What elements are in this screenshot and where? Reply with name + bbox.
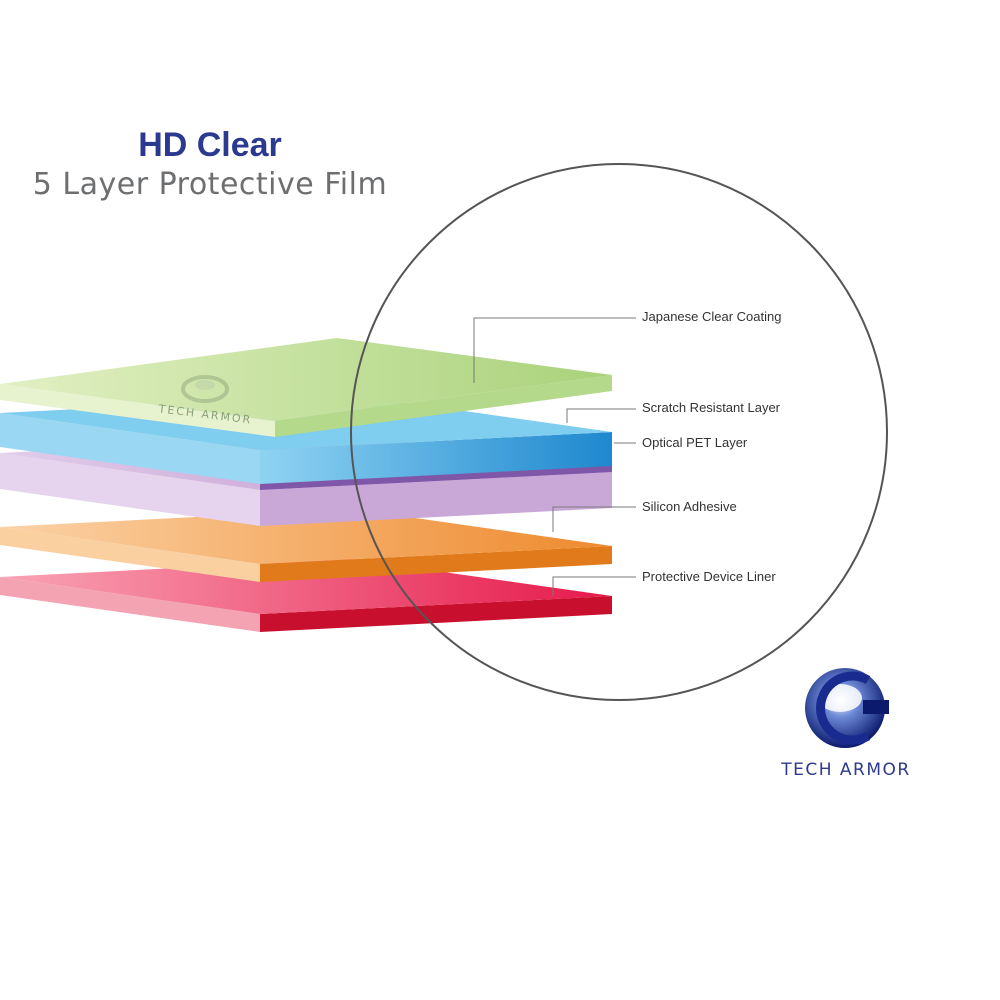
- magnifier-circle: [350, 163, 888, 701]
- layer-silicon-adhesive: [0, 509, 612, 582]
- leader-line-scratch-resistant: [566, 408, 636, 423]
- leader-line-japanese-clear-coating: [473, 317, 636, 383]
- label-scratch-resistant-layer: Scratch Resistant Layer: [642, 400, 781, 415]
- tech-armor-logo: [805, 668, 889, 748]
- brand-name: TECH ARMOR: [781, 760, 911, 780]
- page-subtitle: 5 Layer Protective Film: [32, 167, 388, 202]
- label-silicon-adhesive: Silicon Adhesive: [642, 499, 737, 514]
- leader-line-silicon-adhesive: [552, 506, 636, 532]
- label-japanese-clear-coating: Japanese Clear Coating: [642, 309, 782, 324]
- layer-protective-device-liner: [0, 559, 612, 632]
- leader-line-protective-device-liner: [552, 576, 636, 596]
- layer-japanese-clear-coating: TECH ARMOR: [0, 338, 612, 437]
- label-protective-device-liner: Protective Device Liner: [642, 569, 776, 584]
- label-optical-pet-layer: Optical PET Layer: [642, 435, 748, 450]
- page-title: HD Clear: [138, 126, 282, 164]
- film-logo-mark: [181, 375, 229, 403]
